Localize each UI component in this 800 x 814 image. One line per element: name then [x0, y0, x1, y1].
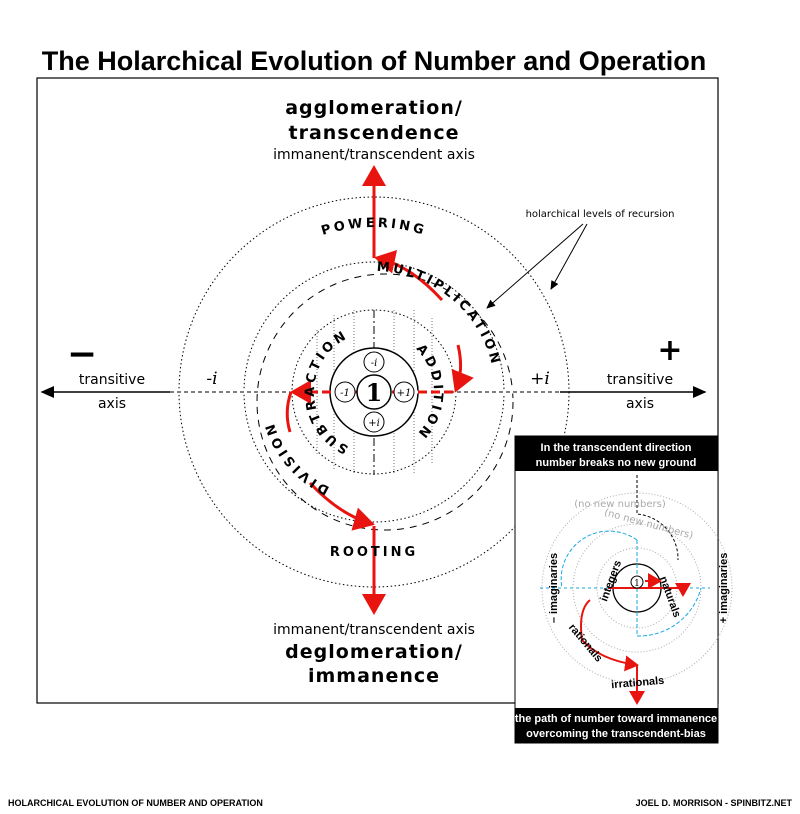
plus-sign: + [657, 333, 682, 368]
left-transitive-label: transitive [79, 372, 145, 388]
rooting-label: ROOTING [330, 545, 418, 560]
inset-panel: In the transcendent direction number bre… [514, 435, 733, 744]
right-transitive-label: transitive [607, 372, 673, 388]
inset-header-1: In the transcendent direction [541, 442, 692, 454]
recursion-annotation: holarchical levels of recursion [526, 209, 675, 220]
plus-i: +i [368, 418, 380, 429]
top-label-2: transcendence [289, 122, 460, 144]
dashed-spiral-circle [256, 273, 514, 531]
plus-one: +1 [397, 388, 412, 399]
minus-i: -i [371, 358, 378, 369]
bottom-axis-label: immanent/transcendent axis [273, 622, 475, 638]
main-frame [36, 77, 719, 704]
footer-left: HOLARCHICAL EVOLUTION OF NUMBER AND OPER… [8, 798, 263, 808]
right-axis-label: axis [626, 396, 654, 412]
inset-footer-1: the path of number toward immanence [515, 713, 717, 725]
annotation-arrow [550, 223, 588, 290]
annotation-arrow [486, 223, 584, 309]
irrationals-label: irrationals [611, 675, 665, 692]
evolution-path [285, 165, 474, 615]
top-label-1: agglomeration/ [285, 97, 463, 119]
unit-one: 1 [366, 378, 383, 407]
svg-text:MULTIPLICATION: MULTIPLICATION [376, 260, 503, 368]
top-axis-label: immanent/transcendent axis [273, 147, 475, 163]
plus-i-axis: +i [530, 369, 550, 389]
page-title: The Holarchical Evolution of Number and … [42, 46, 707, 76]
inset-header-2: number breaks no new ground [536, 457, 697, 469]
minus-one: -1 [340, 388, 350, 399]
footer-right: JOEL D. MORRISON - SPINBITZ.NET [636, 798, 793, 808]
no-new-numbers-outer: (no new numbers) [574, 499, 666, 510]
left-axis-label: axis [98, 396, 126, 412]
negative-imaginaries-label: – imaginaries [548, 553, 560, 623]
positive-imaginaries-label: + imaginaries [718, 553, 730, 624]
minus-i-axis: -i [206, 369, 217, 389]
bottom-label-2: immanence [308, 665, 440, 687]
multiplication-label: MULTIPLICATION [376, 260, 500, 368]
inset-one: 1 [634, 579, 640, 589]
inset-footer-2: overcoming the transcendent-bias [526, 728, 706, 740]
bottom-label-1: deglomeration/ [285, 641, 463, 663]
minus-sign: − [67, 334, 97, 375]
